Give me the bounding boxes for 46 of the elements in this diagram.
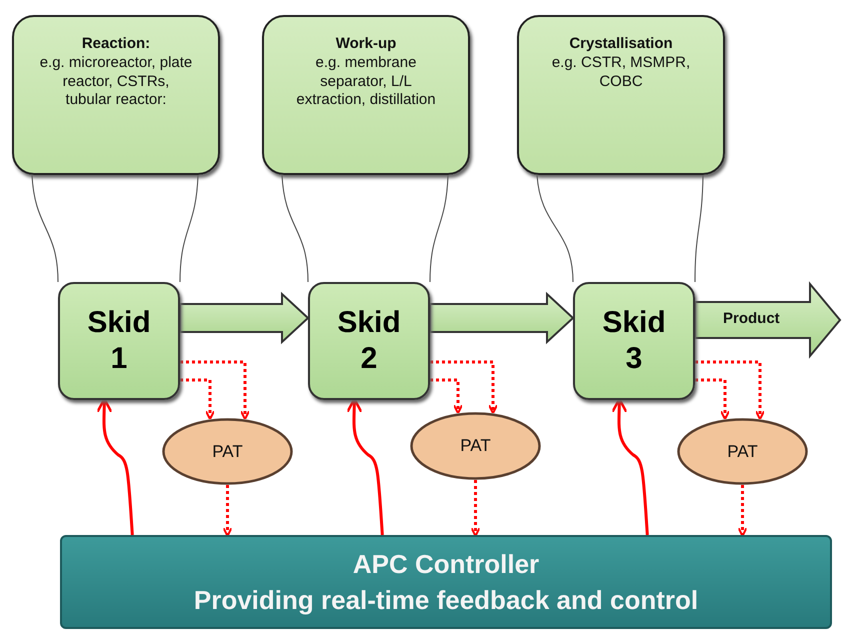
label: Skid 3 <box>601 305 667 377</box>
measurement-arrow <box>470 480 480 537</box>
feedback-arrow <box>96 398 134 536</box>
heading: Crystallisation <box>569 35 673 54</box>
label: PAT <box>460 436 491 456</box>
controller-bar <box>60 535 832 629</box>
measurement-arrow <box>180 360 250 420</box>
callout-line <box>180 174 198 282</box>
label: PAT <box>727 442 758 462</box>
callout-line <box>282 174 308 282</box>
measurement-arrow <box>222 485 232 537</box>
description: e.g. membrane separator, L/L extraction, distillation <box>295 54 437 110</box>
callout-line <box>694 174 704 282</box>
measurement-arrow <box>430 378 463 414</box>
label: PAT <box>212 442 243 462</box>
measurement-arrow <box>180 378 215 420</box>
callout-box <box>262 15 470 175</box>
pat-ellipse <box>162 418 293 485</box>
measurement-arrow <box>695 360 765 420</box>
measurement-arrow <box>430 360 498 414</box>
callout-line <box>536 174 574 282</box>
callout-box <box>12 15 220 175</box>
label: Skid 1 <box>86 305 152 377</box>
label: Skid 2 <box>336 305 402 377</box>
feedback-arrow <box>346 398 384 536</box>
pat-ellipse <box>410 412 541 480</box>
skid-box <box>573 282 695 400</box>
heading: Reaction: <box>82 35 150 54</box>
pat-ellipse <box>677 418 808 485</box>
block-arrow <box>694 281 842 359</box>
block-arrow <box>179 292 310 344</box>
callout-line <box>430 174 448 282</box>
callout-box <box>517 15 725 175</box>
block-arrow <box>429 292 574 344</box>
feedback-arrow <box>610 398 649 536</box>
description: e.g. CSTR, MSMPR, COBC <box>550 54 692 92</box>
heading: Work-up <box>336 35 396 54</box>
description: e.g. microreactor, plate reactor, CSTRs, tubular reactor: <box>38 54 194 110</box>
measurement-arrow <box>738 485 748 537</box>
description: Providing real-time feedback and control <box>194 584 698 617</box>
heading: APC Controller <box>352 548 540 581</box>
measurement-arrow <box>695 378 730 420</box>
skid-box <box>58 282 180 400</box>
edge-label: Product <box>723 310 780 327</box>
skid-box <box>308 282 430 400</box>
callout-line <box>32 174 58 282</box>
